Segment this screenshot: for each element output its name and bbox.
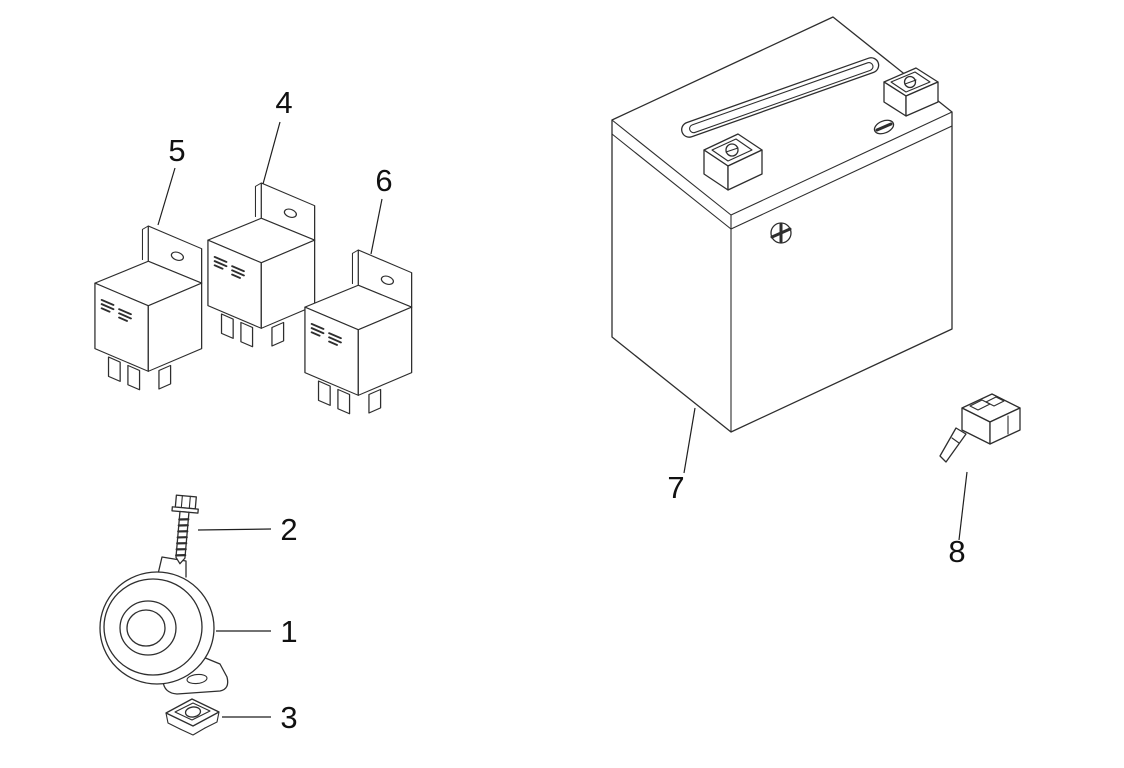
relay-left-drawing: [93, 224, 203, 391]
relay-right-drawing: [303, 248, 413, 415]
clip-nut-hole: [184, 706, 202, 718]
horn-drawing: [99, 556, 229, 695]
leader-line-4: [262, 121, 281, 185]
callout-label-5: 5: [168, 133, 185, 168]
relay-center-drawing: [206, 181, 316, 348]
callout-label-6: 6: [375, 163, 392, 198]
callout-label-1: 1: [280, 614, 297, 649]
horn-bottom-bracket: [162, 656, 229, 695]
callout-label-8: 8: [948, 534, 965, 569]
battery-drawing: [611, 16, 953, 433]
battery-lid-seam: [611, 125, 953, 230]
fuse-socket: [985, 396, 1005, 407]
leader-line-6: [370, 198, 383, 255]
battery-plus-mark: [770, 222, 792, 244]
bolt-threads: [175, 518, 190, 557]
callout-label-3: 3: [280, 700, 297, 735]
battery-handle-recess: [681, 57, 880, 138]
bolt-drawing: [171, 494, 199, 565]
horn-center-disc: [126, 609, 166, 647]
leader-line-8: [958, 471, 968, 541]
callout-label-7: 7: [667, 470, 684, 505]
battery-minus-mark: [873, 119, 895, 135]
callout-label-4: 4: [275, 85, 292, 120]
fuse-holder-drawing: [939, 393, 1021, 463]
leader-line-2: [197, 528, 272, 531]
horn-bracket-slot: [186, 673, 208, 685]
battery-terminal-rear: [883, 67, 939, 117]
leader-line-7: [683, 407, 696, 474]
battery-handle-inner: [689, 62, 874, 134]
battery-terminal-front: [703, 133, 763, 191]
leader-line-5: [157, 167, 176, 226]
fuse-holder-terminal: [939, 427, 967, 463]
clip-nut-drawing: [165, 698, 220, 736]
callout-label-2: 2: [280, 512, 297, 547]
